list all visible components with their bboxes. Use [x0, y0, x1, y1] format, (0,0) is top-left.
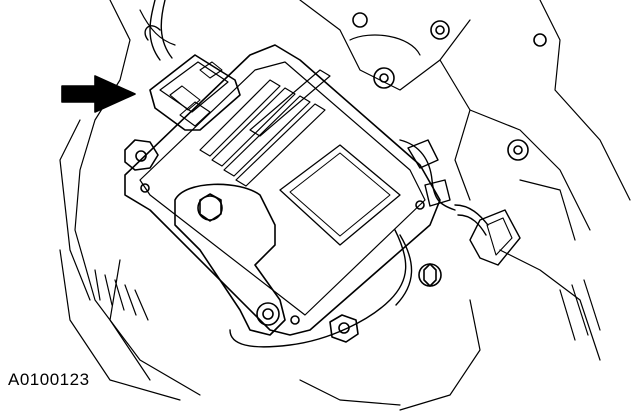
electrical-connector [149, 54, 241, 131]
actuator-lever [174, 183, 286, 336]
housing-background [59, 0, 631, 411]
cooling-fins [199, 69, 331, 187]
control-module [124, 44, 441, 336]
wiring-harness-upper [144, 0, 173, 61]
mounting-bolt [329, 314, 359, 343]
torx-fastener [418, 263, 442, 287]
arrow-right-icon [61, 75, 136, 113]
figure-id-label: A0100123 [8, 370, 90, 389]
module-label-panel [279, 144, 401, 246]
housing-bolts [124, 12, 547, 171]
wiring-harness-side [229, 139, 521, 348]
